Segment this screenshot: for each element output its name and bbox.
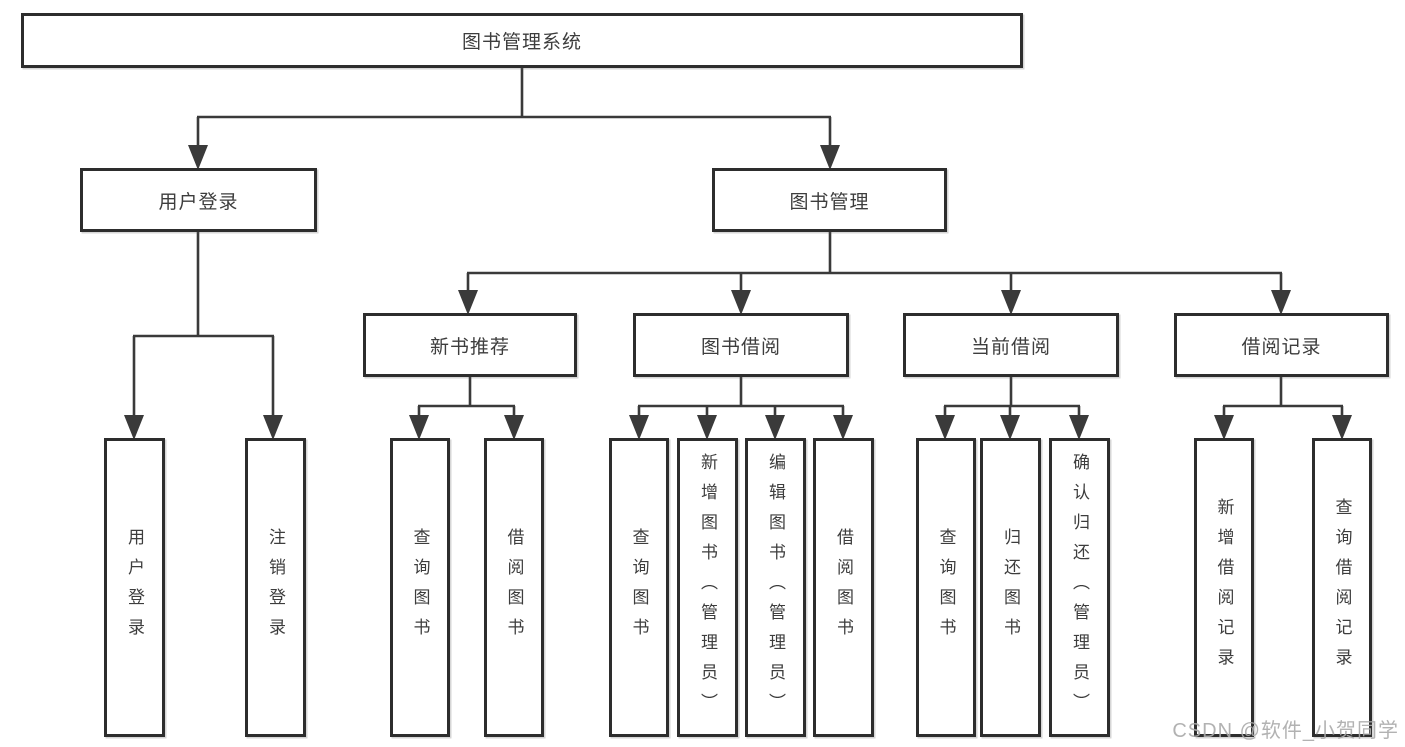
node-leaf-query-books-recommend: 查询图书 — [390, 438, 450, 737]
node-leaf-edit-books-admin: 编辑图书（管理员） — [745, 438, 806, 737]
node-new-book-recommendation: 新书推荐 — [363, 313, 577, 377]
node-leaf-add-borrow-record: 新增借阅记录 — [1194, 438, 1254, 737]
node-leaf-return-books: 归还图书 — [980, 438, 1041, 737]
node-book-borrowing: 图书借阅 — [633, 313, 849, 377]
csdn-watermark: CSDN @软件_小贺同学 — [1172, 720, 1399, 742]
node-leaf-borrow-books-label: 借阅图书 — [834, 527, 853, 648]
node-leaf-borrow-books-recommend-label: 借阅图书 — [504, 527, 524, 648]
node-leaf-query-books-current: 查询图书 — [916, 438, 976, 737]
node-borrowing-records-label: 借阅记录 — [1241, 336, 1322, 358]
node-current-borrowing: 当前借阅 — [903, 313, 1119, 377]
node-leaf-return-books-label: 归还图书 — [1001, 527, 1020, 648]
node-leaf-borrow-books-recommend: 借阅图书 — [484, 438, 544, 737]
node-leaf-add-borrow-record-label: 新增借阅记录 — [1214, 497, 1234, 678]
node-leaf-add-books-admin: 新增图书（管理员） — [677, 438, 738, 737]
node-book-management: 图书管理 — [712, 168, 947, 232]
node-library-system-label: 图书管理系统 — [461, 32, 582, 53]
node-current-borrowing-label: 当前借阅 — [970, 336, 1051, 358]
node-leaf-add-books-admin-label: 新增图书（管理员） — [698, 452, 717, 723]
node-user-login-group: 用户登录 — [80, 168, 317, 232]
node-borrowing-records: 借阅记录 — [1174, 313, 1389, 377]
node-leaf-edit-books-admin-label: 编辑图书（管理员） — [766, 452, 785, 723]
node-leaf-query-books-recommend-label: 查询图书 — [410, 527, 430, 648]
node-leaf-user-login: 用户登录 — [104, 438, 165, 737]
node-leaf-query-books-borrow: 查询图书 — [609, 438, 669, 737]
node-new-book-recommendation-label: 新书推荐 — [429, 336, 510, 358]
node-leaf-user-login-label: 用户登录 — [125, 527, 144, 648]
node-leaf-logout-label: 注销登录 — [266, 527, 285, 648]
node-book-management-label: 图书管理 — [789, 191, 870, 213]
node-library-system: 图书管理系统 — [21, 13, 1023, 68]
node-user-login-group-label: 用户登录 — [158, 191, 239, 213]
node-leaf-query-books-current-label: 查询图书 — [936, 527, 956, 648]
node-leaf-query-borrow-record-label: 查询借阅记录 — [1332, 497, 1352, 678]
node-leaf-confirm-return-admin: 确认归还（管理员） — [1049, 438, 1110, 737]
node-leaf-query-borrow-record: 查询借阅记录 — [1312, 438, 1372, 737]
node-leaf-logout: 注销登录 — [245, 438, 306, 737]
node-book-borrowing-label: 图书借阅 — [700, 336, 781, 358]
node-leaf-query-books-borrow-label: 查询图书 — [629, 527, 649, 648]
node-leaf-confirm-return-admin-label: 确认归还（管理员） — [1070, 452, 1089, 723]
node-leaf-borrow-books: 借阅图书 — [813, 438, 874, 737]
